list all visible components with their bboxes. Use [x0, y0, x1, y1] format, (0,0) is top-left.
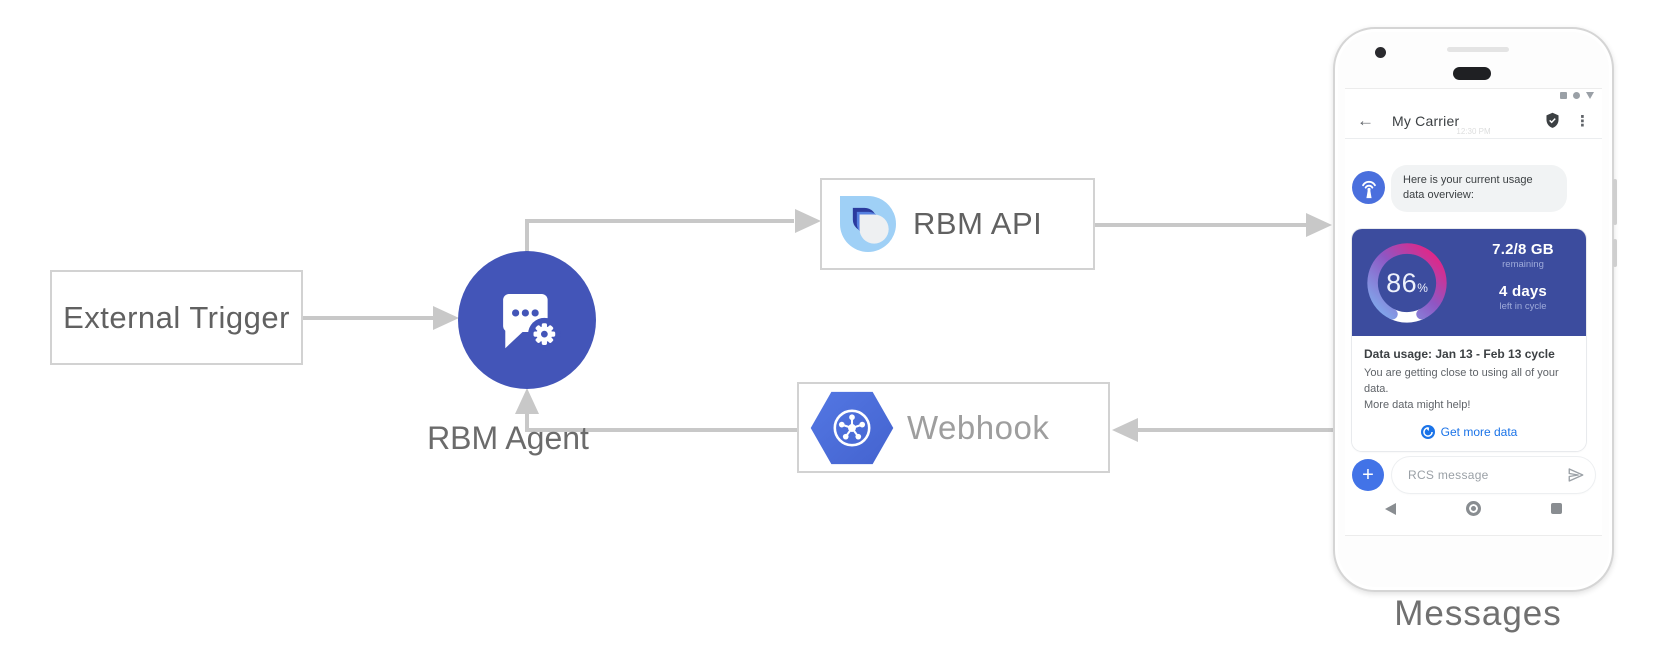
volume-button	[1613, 179, 1617, 225]
front-camera	[1375, 47, 1386, 58]
nav-recents-icon[interactable]	[1551, 503, 1562, 514]
conversation-title: My Carrier	[1392, 112, 1460, 129]
agent-message-row: Here is your current usage data overview…	[1352, 165, 1567, 212]
message-input-pill	[1392, 457, 1595, 493]
earpiece	[1453, 67, 1491, 80]
overflow-menu-icon[interactable]: ⋮	[1575, 112, 1590, 130]
usage-gauge-panel: 86 % 7.2/8 GB remaining 4 days left in c…	[1352, 229, 1586, 336]
message-timestamp: 12:30 PM	[1456, 127, 1491, 136]
usage-rich-card: 86 % 7.2/8 GB remaining 4 days left in c…	[1352, 229, 1586, 451]
back-arrow-icon[interactable]: ←	[1357, 110, 1374, 130]
rbm-api-label: RBM API	[913, 206, 1043, 241]
usage-card-title: Data usage: Jan 13 - Feb 13 cycle	[1364, 347, 1555, 361]
attach-plus-button[interactable]: +	[1352, 459, 1384, 491]
speaker-slot	[1447, 47, 1509, 52]
data-remaining-label: remaining	[1502, 259, 1544, 270]
usage-percent-sign: %	[1417, 281, 1428, 295]
get-more-data-label: Get more data	[1440, 424, 1518, 439]
status-bar	[1560, 92, 1594, 99]
usage-card-details: Data usage: Jan 13 - Feb 13 cycle You ar…	[1352, 336, 1586, 451]
conversation-header: ← My Carrier ⋮	[1345, 103, 1602, 139]
rbm-api-box: RBM API	[820, 178, 1095, 270]
usage-gauge: 86 %	[1364, 240, 1450, 326]
rbm-agent-node	[458, 251, 596, 389]
external-trigger-label: External Trigger	[63, 299, 290, 335]
verified-shield-icon	[1546, 112, 1559, 128]
gear-icon	[528, 317, 561, 351]
webhook-label: Webhook	[907, 408, 1050, 446]
phone-device: ← My Carrier ⋮ 12:30 PM	[1333, 27, 1617, 592]
chat-agent-icon	[503, 293, 561, 351]
agent-message-bubble: Here is your current usage data overview…	[1391, 165, 1567, 212]
usage-stats: 7.2/8 GB remaining 4 days left in cycle	[1468, 241, 1578, 312]
carrier-avatar	[1352, 171, 1385, 204]
status-circle-icon	[1573, 92, 1580, 99]
data-saver-icon	[1420, 424, 1435, 439]
arrow-agent-to-api	[525, 219, 794, 253]
rbm-agent-label: RBM Agent	[427, 420, 589, 456]
power-button	[1613, 239, 1617, 267]
usage-card-body-line1: You are getting close to using all of yo…	[1364, 367, 1559, 395]
send-icon[interactable]	[1567, 466, 1585, 484]
rcs-message-input[interactable]	[1406, 467, 1567, 483]
message-composer: +	[1352, 457, 1595, 493]
get-more-data-button[interactable]: Get more data	[1364, 424, 1574, 439]
nav-home-icon[interactable]	[1466, 501, 1481, 516]
rbm-api-logo-icon	[840, 196, 896, 252]
days-left-value: 4 days	[1499, 283, 1547, 300]
webhook-hexagon-icon	[810, 391, 894, 464]
broadcast-antenna-icon	[1361, 180, 1376, 198]
status-square-icon	[1560, 92, 1567, 99]
days-left-label: left in cycle	[1499, 301, 1547, 312]
android-navbar	[1385, 501, 1562, 516]
usage-card-body-line2: More data might help!	[1364, 398, 1471, 411]
webhook-box: Webhook	[797, 382, 1110, 473]
usage-percent: 86	[1386, 267, 1418, 298]
data-remaining-value: 7.2/8 GB	[1492, 241, 1554, 258]
external-trigger-box: External Trigger	[50, 270, 303, 365]
phone-screen: ← My Carrier ⋮ 12:30 PM	[1345, 88, 1602, 536]
messages-caption: Messages	[1394, 594, 1562, 633]
nav-back-icon[interactable]	[1385, 502, 1396, 515]
status-triangle-icon	[1586, 92, 1594, 99]
arrow-webhook-to-agent	[525, 413, 797, 432]
